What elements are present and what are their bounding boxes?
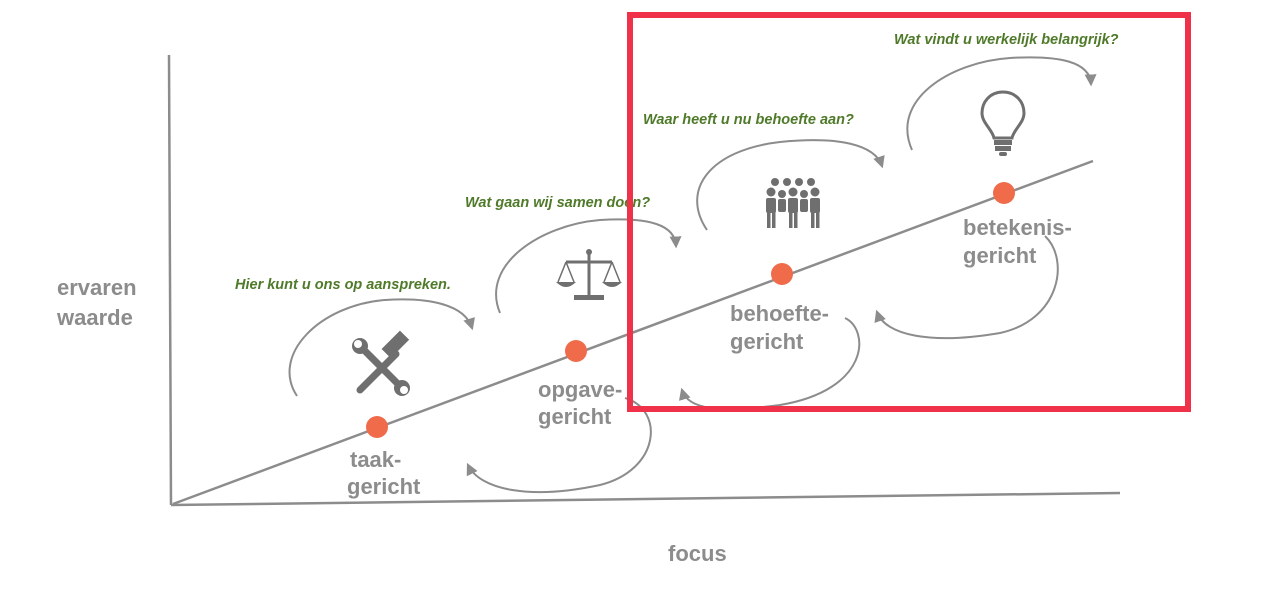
y-axis <box>167 54 173 506</box>
highlight-frame <box>627 12 1191 412</box>
cycle-arrow-opgave-bottom <box>466 397 652 494</box>
question-behoefte: Waar heeft u nu behoefte aan? <box>643 112 854 128</box>
scales-icon <box>556 249 622 300</box>
cycle-arrow-behoefte-top <box>696 139 885 231</box>
cycle-arrow-betekenis-top <box>906 56 1097 151</box>
question-taak: Hier kunt u ons op aanspreken. <box>235 277 451 293</box>
stage-label-betekenis-line2: gericht <box>963 243 1037 268</box>
people-icon <box>766 178 820 228</box>
cycle-arrow-behoefte-bottom <box>679 317 861 411</box>
question-betekenis: Wat vindt u werkelijk belangrijk? <box>894 32 1119 48</box>
x-axis-label: focus <box>668 541 727 566</box>
cycle-arrow-taak-top <box>288 298 475 397</box>
stage-label-behoefte-line2: gericht <box>730 329 804 354</box>
stage-label-opgave-line2: gericht <box>538 404 612 429</box>
stage-label-taak-line2: gericht <box>347 474 421 499</box>
stage-label-behoefte-line1: behoefte- <box>730 301 829 326</box>
stage-dot-taak <box>366 416 388 438</box>
stage-label-opgave-line1: opgave- <box>538 377 622 402</box>
stage-label-betekenis-line1: betekenis- <box>963 215 1072 240</box>
y-axis-label-line1: ervaren <box>57 275 137 300</box>
stage-dot-behoefte <box>771 263 793 285</box>
question-opgave: Wat gaan wij samen doen? <box>465 195 650 211</box>
cycle-arrow-betekenis-bottom <box>874 235 1059 340</box>
tools-icon <box>352 330 410 396</box>
lightbulb-icon <box>980 90 1026 156</box>
stage-dot-opgave <box>565 340 587 362</box>
y-axis-label-line2: waarde <box>56 305 133 330</box>
x-axis <box>170 491 1121 507</box>
cycle-arrow-opgave-top <box>495 218 682 314</box>
stage-dot-betekenis <box>993 182 1015 204</box>
stage-label-taak-line1: taak- <box>350 447 401 472</box>
